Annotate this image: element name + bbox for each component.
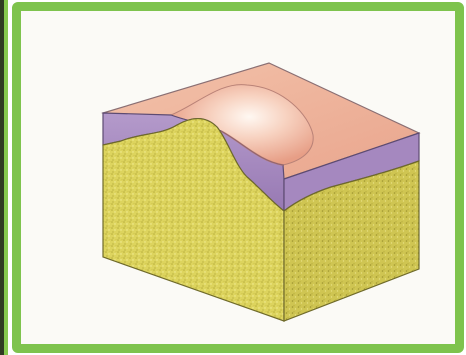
adjacent-panel-edge xyxy=(0,0,8,355)
image-frame xyxy=(12,2,464,353)
skin-block-illustration xyxy=(21,11,455,344)
